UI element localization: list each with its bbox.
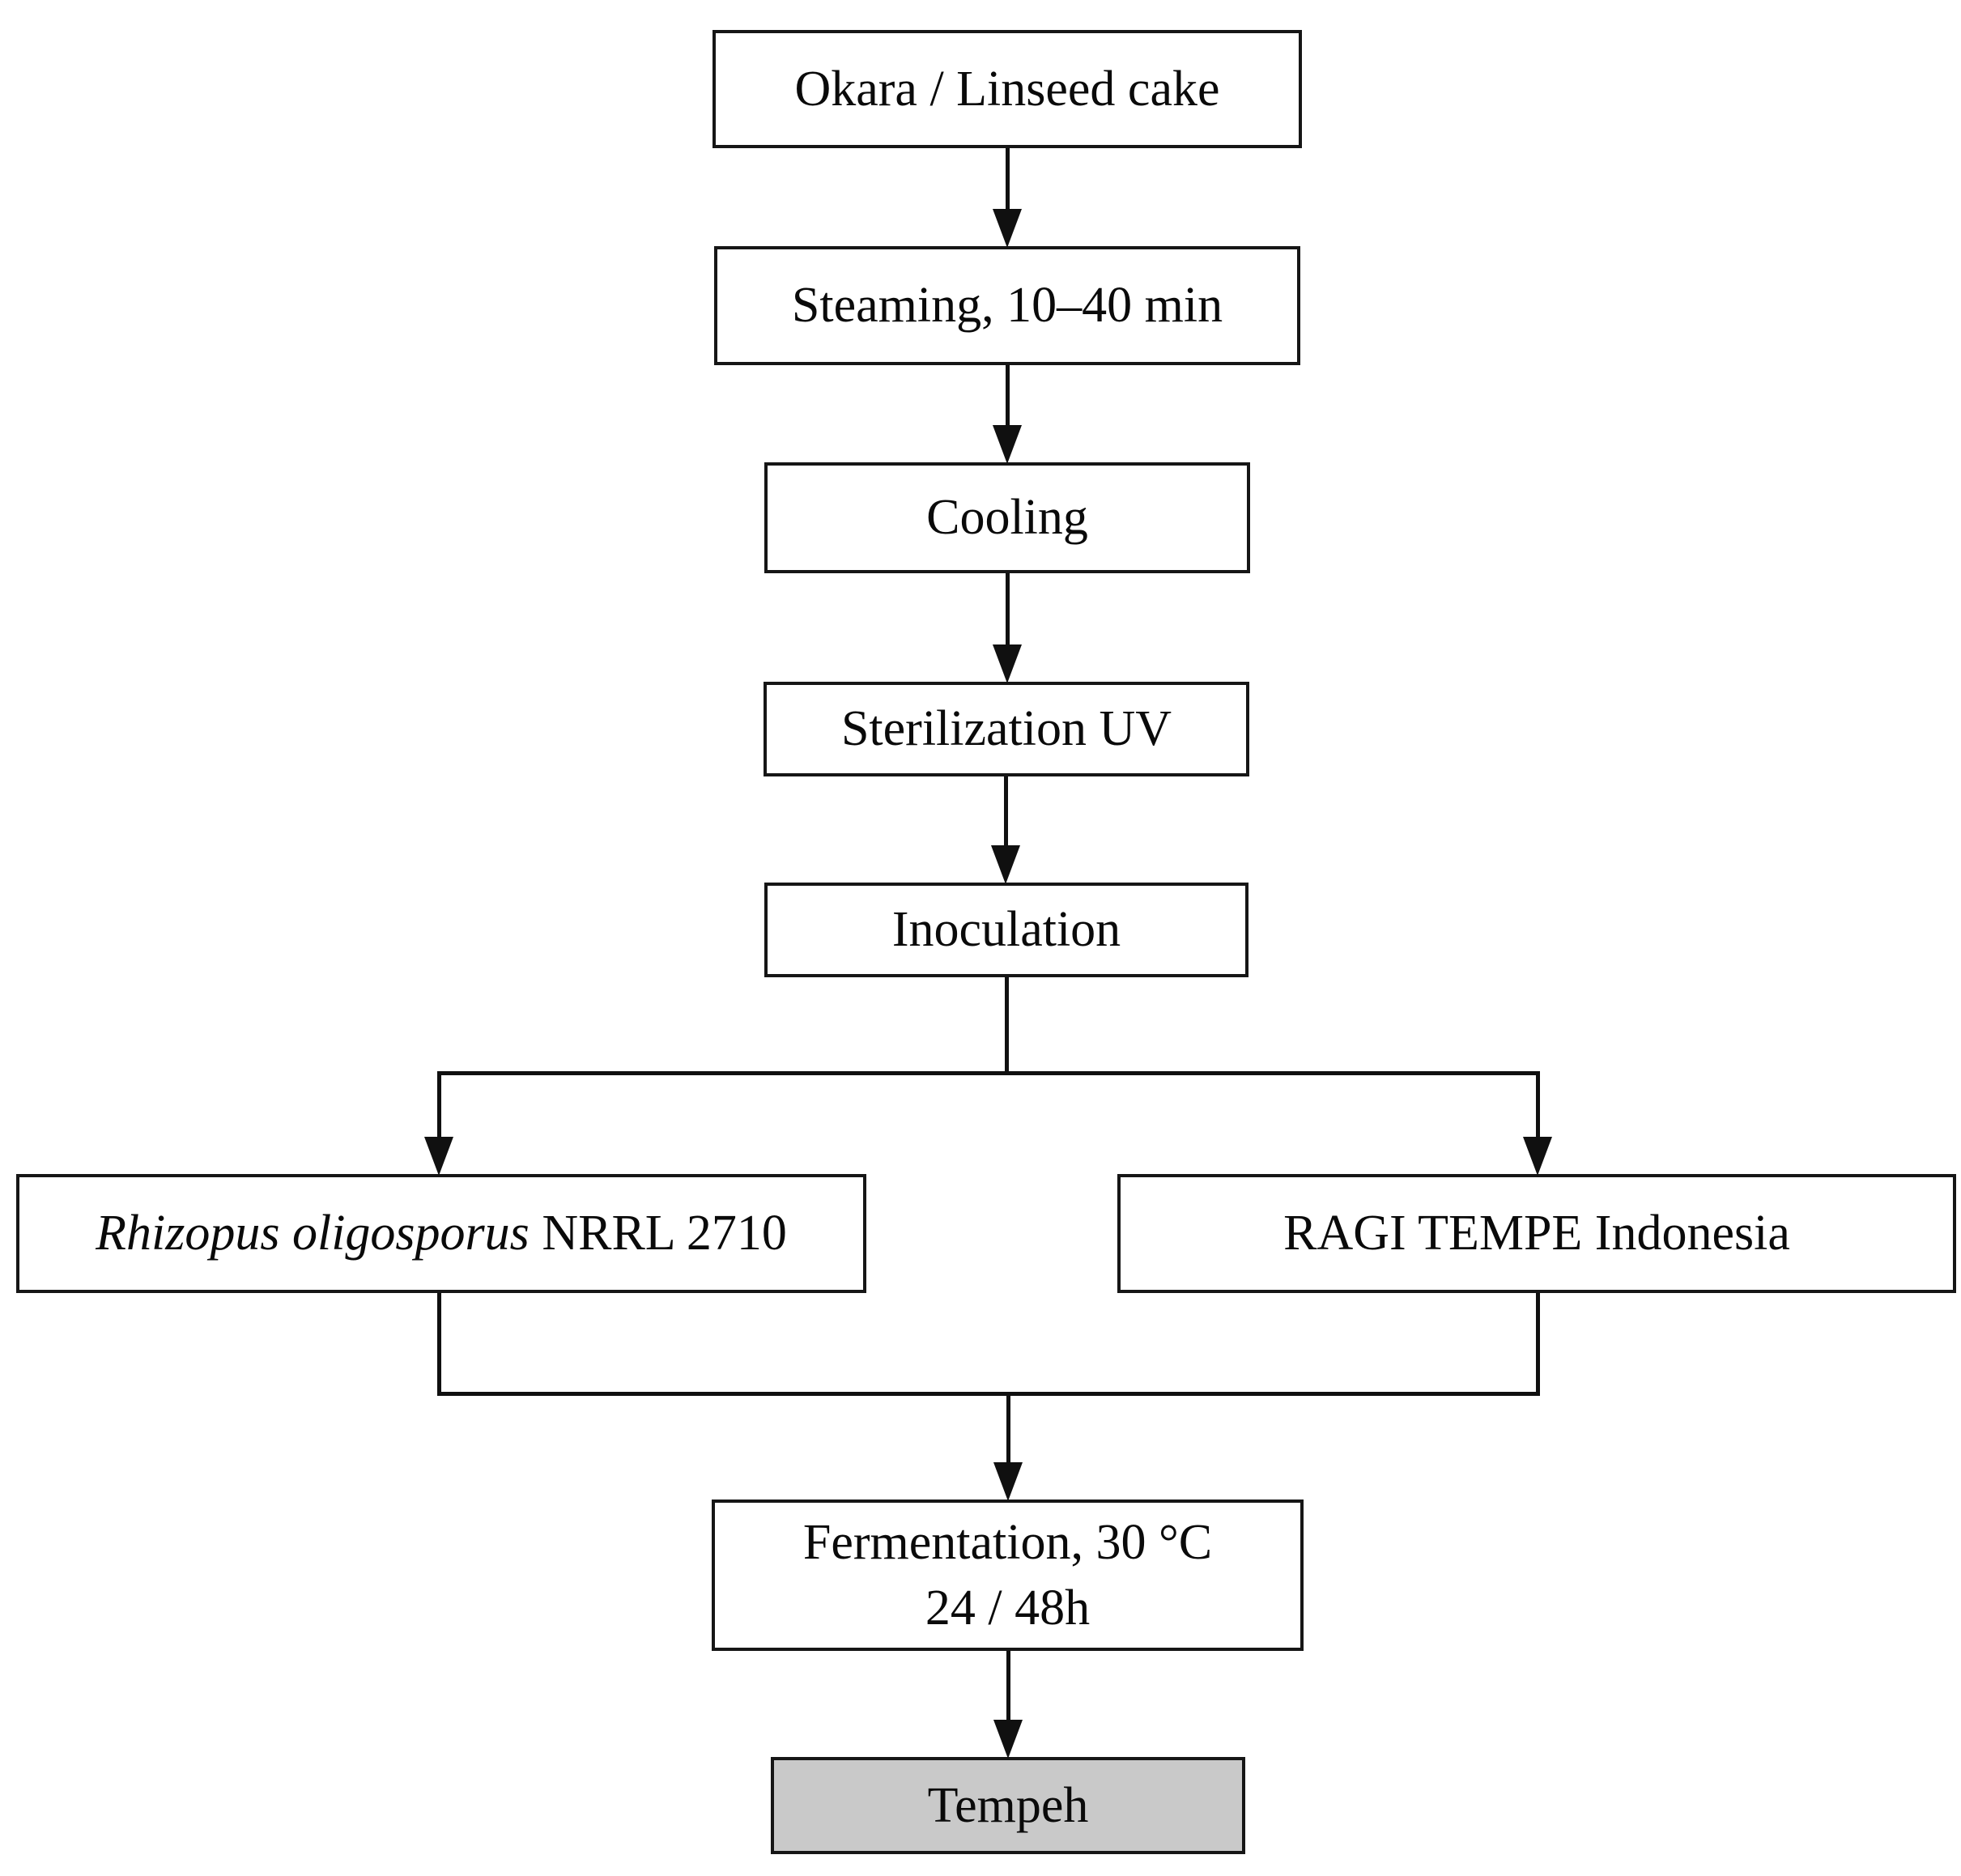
split-horizontal-line — [437, 1071, 1540, 1075]
split-stem-line — [1005, 977, 1009, 1075]
node-fermentation-label: Fermentation, 30 °C 24 / 48h — [803, 1510, 1212, 1640]
merge-horizontal-line — [437, 1392, 1540, 1396]
arrow-steaming-cooling-head — [993, 425, 1022, 464]
arrow-merge-fermentation-head — [993, 1462, 1023, 1501]
node-rhizopus-label: Rhizopus oligosporus NRRL 2710 — [96, 1201, 787, 1266]
rhizopus-strain: NRRL 2710 — [542, 1206, 787, 1261]
node-inoculation: Inoculation — [764, 883, 1248, 977]
arrow-split-left-head — [424, 1137, 453, 1176]
node-steaming-label: Steaming, 10–40 min — [791, 278, 1223, 334]
node-tempeh-label: Tempeh — [927, 1777, 1089, 1833]
arrow-sterilization-inoculation-line — [1004, 776, 1008, 848]
node-rhizopus-oligosporus: Rhizopus oligosporus NRRL 2710 — [16, 1174, 866, 1293]
arrow-cooling-sterilization-line — [1006, 573, 1010, 648]
merge-right-stem-line — [1536, 1293, 1540, 1396]
arrow-fermentation-tempeh-head — [993, 1720, 1023, 1759]
node-inoculation-label: Inoculation — [891, 902, 1121, 958]
arrow-steaming-cooling-line — [1006, 365, 1010, 430]
node-ragi-label: RAGI TEMPE Indonesia — [1283, 1206, 1790, 1261]
node-ragi-tempe: RAGI TEMPE Indonesia — [1117, 1174, 1956, 1293]
arrow-split-right-line — [1536, 1071, 1540, 1144]
arrow-split-left-line — [437, 1071, 441, 1144]
arrow-merge-fermentation-line — [1006, 1392, 1010, 1466]
node-sterilization-label: Sterilization UV — [840, 701, 1172, 757]
node-okara-label: Okara / Linseed cake — [794, 61, 1220, 117]
node-steaming: Steaming, 10–40 min — [714, 246, 1300, 365]
node-fermentation: Fermentation, 30 °C 24 / 48h — [712, 1500, 1304, 1651]
arrow-okara-steaming-head — [993, 209, 1022, 248]
rhizopus-species-italic: Rhizopus oligosporus — [96, 1206, 530, 1261]
node-okara-linseed-cake: Okara / Linseed cake — [713, 30, 1302, 148]
fermentation-line2: 24 / 48h — [925, 1580, 1091, 1636]
node-tempeh: Tempeh — [771, 1757, 1245, 1854]
arrow-sterilization-inoculation-head — [991, 845, 1020, 884]
arrow-fermentation-tempeh-line — [1006, 1651, 1010, 1724]
arrow-cooling-sterilization-head — [993, 644, 1022, 683]
node-cooling-label: Cooling — [926, 490, 1088, 546]
fermentation-line1: Fermentation, 30 °C — [802, 1514, 1213, 1570]
arrow-split-right-head — [1523, 1137, 1552, 1176]
arrow-okara-steaming-line — [1006, 148, 1010, 213]
node-sterilization-uv: Sterilization UV — [764, 682, 1249, 776]
node-cooling: Cooling — [764, 462, 1250, 573]
merge-left-stem-line — [437, 1293, 441, 1396]
